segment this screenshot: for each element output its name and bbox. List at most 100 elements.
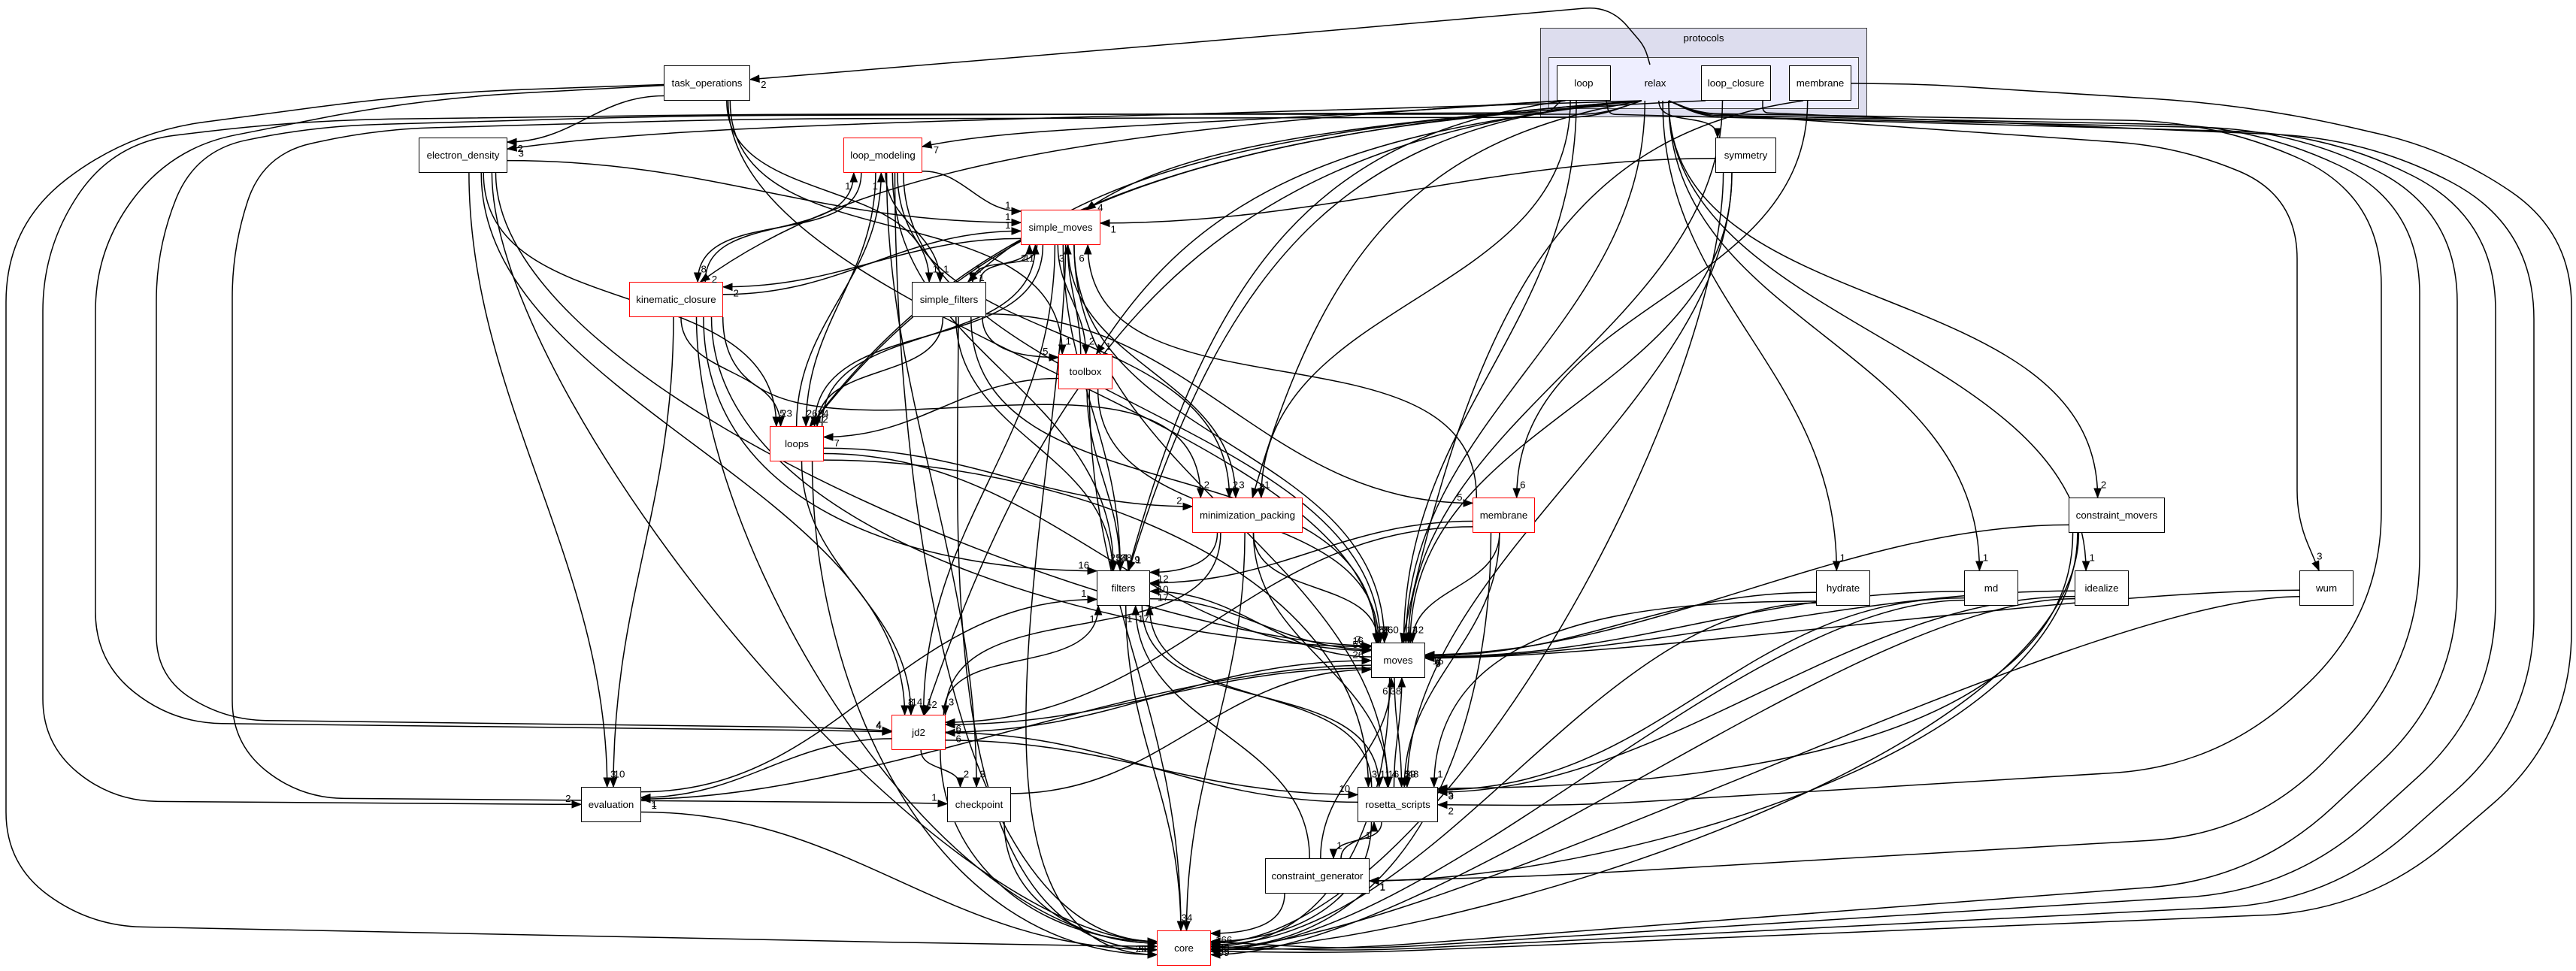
dir-node-simple-moves[interactable]: simple_moves	[1021, 210, 1100, 245]
dir-node-membrane[interactable]: membrane	[1473, 498, 1535, 533]
edge-label[interactable]: 1	[1005, 200, 1010, 211]
edge-label[interactable]: 1	[1365, 830, 1370, 841]
edge-label[interactable]: 3	[949, 696, 954, 707]
edge-label[interactable]: 58	[1138, 943, 1149, 954]
edge-label[interactable]: 1	[873, 180, 878, 192]
edge-label[interactable]: 3	[979, 768, 985, 779]
edge-label[interactable]: 9	[1134, 554, 1140, 565]
edge-label[interactable]: 1	[1379, 882, 1385, 893]
dir-node-filters[interactable]: filters	[1097, 570, 1150, 606]
edge-label[interactable]: 260	[1382, 624, 1399, 635]
dir-node-rosetta-scripts[interactable]: rosetta_scripts	[1358, 787, 1438, 822]
edge-label[interactable]: 1	[651, 798, 656, 809]
dir-node-minimization-packing[interactable]: minimization_packing	[1192, 498, 1303, 533]
edge-label[interactable]: 12	[1406, 624, 1418, 635]
edge-label[interactable]: 3	[1059, 253, 1064, 264]
edge-label[interactable]: 53	[1352, 639, 1364, 650]
edge-label[interactable]: 2	[733, 287, 738, 298]
edge-label[interactable]: 2	[1089, 335, 1094, 346]
edge-label[interactable]: 10	[1339, 783, 1350, 794]
edge-label[interactable]: 16	[1388, 768, 1400, 779]
edge-label[interactable]: 1	[1264, 479, 1270, 490]
edge-label[interactable]: 27	[1376, 624, 1388, 635]
edge-label[interactable]: 2	[517, 143, 522, 154]
edge-label[interactable]: 8	[1259, 481, 1264, 492]
edge-label[interactable]: 48	[1408, 768, 1419, 779]
edge-label[interactable]: 34	[1182, 912, 1193, 923]
dir-node-loop-modeling[interactable]: loop_modeling	[843, 138, 922, 173]
edge-label[interactable]: 4	[876, 720, 881, 731]
edge-label[interactable]: 1	[1437, 768, 1442, 779]
dir-node-task-operations[interactable]: task_operations	[664, 65, 750, 101]
edge-label[interactable]: 1	[976, 263, 981, 274]
edge-label[interactable]: 2	[2101, 479, 2106, 490]
edge-label[interactable]: 24	[818, 407, 829, 419]
edge-label[interactable]: 8	[1383, 624, 1388, 635]
dir-node-electron-density[interactable]: electron_density	[419, 138, 507, 173]
dir-node-loop[interactable]: loop	[1557, 65, 1611, 101]
dir-node-toolbox[interactable]: toolbox	[1058, 354, 1112, 389]
dir-node-loops[interactable]: loops	[770, 426, 824, 461]
edge-label[interactable]: 7	[834, 437, 839, 449]
edge-label[interactable]: 8	[701, 263, 706, 274]
dir-node-moves[interactable]: moves	[1371, 643, 1425, 678]
dir-node-checkpoint[interactable]: checkpoint	[947, 787, 1011, 822]
edge-label[interactable]: 4	[1097, 201, 1103, 213]
edge-label[interactable]: 29	[1405, 768, 1416, 779]
edge-label[interactable]: 2	[1204, 479, 1209, 490]
edge-label[interactable]: 1	[1106, 340, 1111, 352]
edge-label[interactable]: 9	[1435, 658, 1440, 669]
dir-node-relax-membrane[interactable]: membrane	[1789, 65, 1851, 101]
edge-label[interactable]: 166	[1215, 934, 1232, 945]
edge-label[interactable]: 99	[1218, 947, 1230, 958]
edge-label[interactable]: 1	[979, 272, 984, 283]
edge-label[interactable]: 3	[1239, 479, 1244, 490]
edge-label[interactable]: 3	[2317, 551, 2322, 562]
edge-label[interactable]: 38	[1218, 942, 1230, 953]
dir-node-loop-closure[interactable]: loop_closure	[1701, 65, 1771, 101]
edge-label[interactable]: 5	[779, 407, 785, 419]
edge-label[interactable]: 2	[1021, 253, 1026, 264]
edge-label[interactable]: 255	[1136, 943, 1152, 954]
dir-node-idealize[interactable]: idealize	[2075, 570, 2129, 606]
edge-label[interactable]: 16	[1352, 635, 1364, 646]
edge-label[interactable]: 1	[933, 263, 938, 274]
dir-node-hydrate[interactable]: hydrate	[1816, 570, 1870, 606]
edge-label[interactable]: 1	[651, 800, 656, 811]
edge-label[interactable]: 38	[1121, 552, 1132, 563]
edge-label[interactable]: 1	[1127, 613, 1132, 625]
edge-label[interactable]: 26	[807, 407, 818, 419]
edge-label[interactable]: 8	[818, 407, 823, 419]
edge-label[interactable]: 1	[1380, 881, 1385, 892]
edge-label[interactable]: 1	[1110, 224, 1115, 235]
edge-label[interactable]: 5	[1435, 658, 1440, 669]
edge-label[interactable]: 17	[1158, 592, 1169, 603]
edge-label[interactable]: 1	[943, 263, 949, 274]
edge-label[interactable]: 2	[565, 793, 571, 804]
edge-label[interactable]: 6	[1435, 656, 1440, 667]
edge-label[interactable]: 4	[1391, 768, 1397, 779]
edge-label[interactable]: 3	[518, 147, 523, 159]
edge-label[interactable]: 1	[1081, 588, 1086, 599]
edge-label[interactable]: 5	[1448, 789, 1453, 800]
edge-label[interactable]: 38	[1391, 685, 1402, 697]
edge-label[interactable]: 2	[931, 699, 937, 710]
edge-label[interactable]: 8	[908, 696, 913, 707]
edge-label[interactable]: 1	[1136, 555, 1141, 566]
edge-label[interactable]: 7	[1355, 634, 1361, 646]
edge-label[interactable]: 1	[1005, 211, 1010, 222]
edge-label[interactable]: 2	[964, 768, 969, 779]
dir-node-kinematic-closure[interactable]: kinematic_closure	[629, 282, 723, 317]
edge-label[interactable]: 3	[1448, 791, 1453, 802]
dir-node-evaluation[interactable]: evaluation	[581, 787, 641, 822]
edge-label[interactable]: 1	[1005, 219, 1010, 231]
edge-label[interactable]: 6	[955, 725, 961, 737]
edge-label[interactable]: 57	[1379, 624, 1390, 635]
edge-label[interactable]: 1	[927, 696, 932, 707]
edge-label[interactable]: 2	[1176, 495, 1182, 506]
edge-label[interactable]: 15	[1433, 655, 1444, 667]
edge-label[interactable]: 3	[610, 768, 616, 779]
edge-label[interactable]: 6	[1520, 479, 1525, 490]
edge-label[interactable]: 5	[1405, 768, 1410, 779]
dir-node-symmetry[interactable]: symmetry	[1715, 138, 1776, 173]
